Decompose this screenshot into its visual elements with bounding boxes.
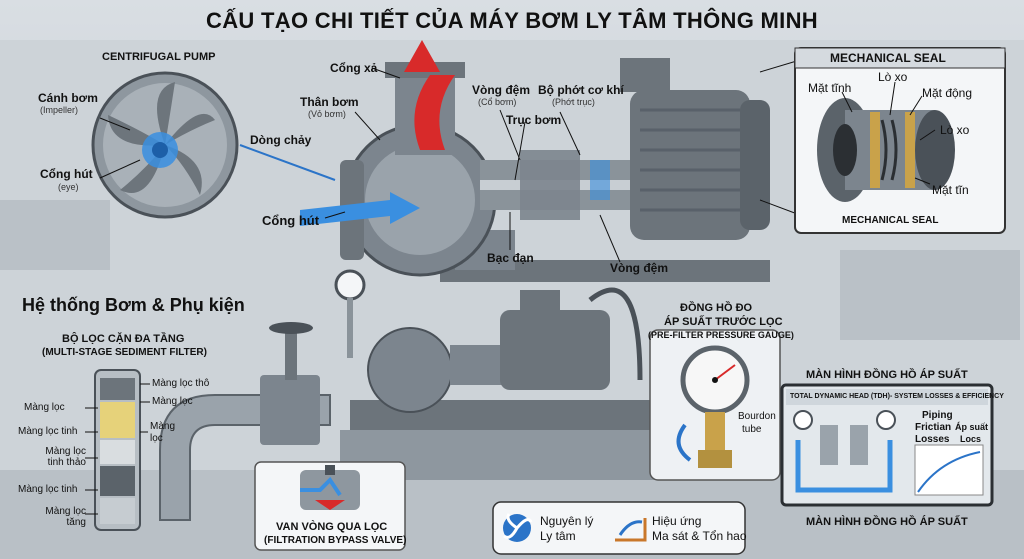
filter-cartridge xyxy=(94,369,141,531)
mang-loc-right-label: Màng lọc xyxy=(152,396,193,407)
legend-item1-a: Nguyên lý xyxy=(540,514,594,528)
piping-label: Piping xyxy=(922,410,953,421)
vong-dem-top-label: Vòng đệm xyxy=(472,83,531,97)
vong-dem-bottom-label: Vòng đệm xyxy=(610,261,669,275)
ap-suat-label: Áp suất xyxy=(955,422,989,432)
bo-phot-label: Bộ phớt cơ khí xyxy=(538,83,624,97)
mat-dong-label: Mặt động xyxy=(922,86,973,100)
bac-dan-label: Bạc đạn xyxy=(487,251,534,265)
friction-icon xyxy=(615,518,647,542)
cong-hut-label: Cổng hút xyxy=(262,213,320,228)
gauge-heading-1: ĐỒNG HỒ ĐO xyxy=(680,302,753,314)
impeller-illustration xyxy=(91,71,239,219)
mechanical-seal-footer: MECHANICAL SEAL xyxy=(842,215,939,226)
mang-loc-4-label: Màng lọc tinh thảo xyxy=(45,446,86,468)
impeller-label: (Impeller) xyxy=(40,105,79,115)
screen-footer: MÀN HÌNH ĐỒNG HỒ ÁP SUẤT xyxy=(806,516,968,528)
legend-item1-b: Ly tâm xyxy=(540,529,576,543)
vo-bom-label: (Vỏ bơm) xyxy=(308,109,346,119)
lo-xo-1-label: Lò xo xyxy=(878,70,908,84)
legend-item2-a: Hiệu ứng xyxy=(652,514,702,528)
eye-label: (eye) xyxy=(58,182,79,192)
locs-label: Locs xyxy=(960,434,982,444)
losses-label: Losses xyxy=(915,434,950,445)
mang-loc-1-label: Màng lọc xyxy=(24,402,65,413)
gauge-heading-2: ÁP SUẤT TRƯỚC LỌC xyxy=(664,316,783,328)
mat-tinh-label: Mặt tĩnh xyxy=(808,81,852,95)
truc-bom-label: Trục bơm xyxy=(506,113,562,127)
mang-loc-tho-label: Màng lọc thô xyxy=(152,378,210,389)
page-title: CẤU TẠO CHI TIẾT CỦA MÁY BƠM LY TÂM THÔN… xyxy=(206,8,818,33)
tube-label: tube xyxy=(742,424,762,435)
bypass-valve-icon xyxy=(300,465,360,510)
screen-heading: MÀN HÌNH ĐỒNG HỒ ÁP SUẤT xyxy=(806,369,968,381)
screen-banner: TOTAL DYNAMIC HEAD (TDH)- SYSTEM LOSSES … xyxy=(790,393,1004,400)
bourdon-label: Bourdon xyxy=(738,411,776,422)
loc-label: lọc xyxy=(150,433,163,444)
eye-inlet-label: Cổng hút xyxy=(40,167,93,181)
friction-label: Frictian xyxy=(915,422,952,433)
cong-xa-label: Cổng xả xyxy=(330,61,378,75)
legend-item2-b: Ma sát & Tổn hao xyxy=(652,529,747,543)
screen-diagram xyxy=(793,410,984,496)
legend-box xyxy=(492,501,746,555)
canh-bom-label: Cánh bơm xyxy=(38,91,98,105)
centrifugal-icon xyxy=(503,513,533,542)
pressure-gauge-icon xyxy=(676,345,750,468)
bypass-label-1: VAN VÒNG QUA LỌC xyxy=(276,521,388,533)
mang-loc-6-label: Màng lọc tăng xyxy=(45,506,86,528)
lo-xo-2-label: Lò xo xyxy=(940,123,970,137)
mang-loc-3-label: Màng lọc tinh xyxy=(18,426,78,437)
centrifugal-pump-heading: CENTRIFUGAL PUMP xyxy=(102,51,216,63)
mat-tin-label: Mặt tĩn xyxy=(932,183,969,197)
dong-chay-label: Dòng chảy xyxy=(250,133,312,147)
than-bom-label: Thân bơm xyxy=(300,95,359,109)
bypass-label-2: (FILTRATION BYPASS VALVE) xyxy=(264,535,407,546)
mang-label: Màng xyxy=(150,421,176,432)
pump-cutaway xyxy=(300,40,770,282)
gauge-subheading: (PRE-FILTER PRESSURE GAUGE) xyxy=(648,330,794,340)
filter-heading: BỘ LỌC CẶN ĐA TẦNG xyxy=(62,333,185,345)
system-heading: Hệ thống Bơm & Phụ kiện xyxy=(22,295,245,315)
co-bom-label: (Cổ bơm) xyxy=(478,97,517,107)
mang-loc-5-label: Màng lọc tinh xyxy=(18,484,78,495)
mechanical-seal-heading: MECHANICAL SEAL xyxy=(830,51,946,65)
mechanical-seal-illustration xyxy=(817,98,955,202)
phot-truc-label: (Phớt trục) xyxy=(552,97,595,107)
filter-subheading: (MULTI-STAGE SEDIMENT FILTER) xyxy=(42,347,207,358)
